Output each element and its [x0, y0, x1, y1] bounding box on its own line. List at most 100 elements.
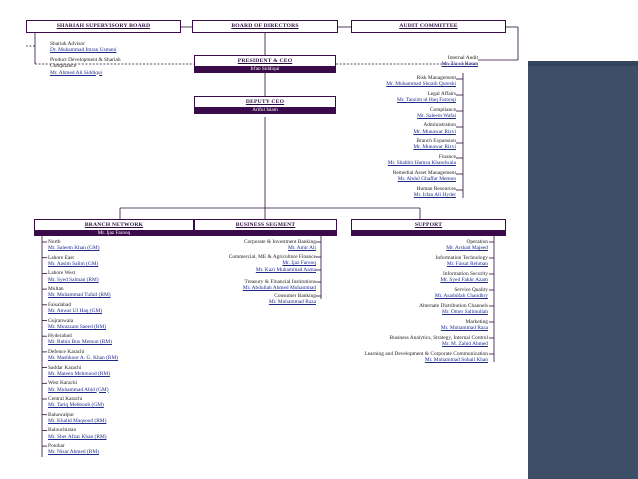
business-segment-label: BUSINESS SEGMENT	[235, 222, 296, 228]
branch-item-name: Mr. Syed Salman (RM)	[48, 276, 99, 283]
shariah-board-box: SHARIAH SUPERVISORY BOARD	[26, 20, 181, 33]
business-item-name: Mr. Amir Ali	[287, 245, 316, 252]
function-item-name: Mr. Saleem Wafai	[417, 112, 456, 119]
deputy-name: Ariful Islam	[195, 107, 335, 113]
function-item-name: Mr. Tanzim ul Haq Farooqi	[397, 97, 456, 104]
function-item-name: Mr. Munawar Rizvi	[413, 128, 456, 135]
support-item-title: Information Security	[442, 271, 488, 277]
branch-item-title: Central Karachi	[48, 396, 83, 402]
branch-item-title: West Karachi	[48, 380, 78, 387]
branch-item-name: Mr. Mashkoor A. G. Khan (RM)	[48, 355, 119, 362]
product-dev-title: Product Development & Shariah Compliance	[50, 57, 121, 70]
support-item-title: Service Quality	[454, 287, 488, 293]
product-development: Product Development & Shariah Compliance…	[50, 57, 145, 76]
audit-label: AUDIT COMMITTEE	[399, 23, 458, 29]
branch-item-title: Lahore East	[48, 254, 74, 261]
branch-network-label: BRANCH NETWORK	[84, 222, 144, 228]
business-item-name: Mr. Muhammad Raza	[268, 299, 316, 306]
function-item-name: Mr. Muhammad Shoaib Qureshi	[386, 81, 456, 88]
shariah-advisor-title: Shariah Advisor	[50, 41, 85, 47]
support-item-title: Alternate Distribution Channels	[419, 303, 488, 309]
branch-item-title: Gujranwala	[48, 317, 74, 324]
business-item-title: Consumer Banking	[274, 293, 316, 299]
function-item-title: Branch Expansion	[416, 138, 456, 145]
branch-item-name: Mr. Rubin Bux Memon (RM)	[48, 339, 112, 346]
function-item-title: Human Resources	[416, 185, 456, 192]
support-item: Learning and Development & Corporate Com…	[364, 351, 488, 364]
function-item-name: Mr. Abdul Ghaffar Memon	[397, 176, 456, 183]
support-item-title: Business Analytics, Strategy, Internal C…	[389, 335, 488, 341]
support-item-name: Mr. Omer Salimullah	[442, 309, 488, 316]
branch-item-name: Mr. Muhammad Tufail (RM)	[48, 292, 111, 299]
support-item-name: Mr. Faisal Rehman	[446, 261, 488, 268]
shariah-advisor: Shariah Advisor Dr. Muhammad Imran Usman…	[50, 41, 116, 54]
support-item-name: Mr. Asadullah Chaudhry	[434, 293, 488, 300]
side-panel-edge	[528, 61, 638, 66]
support-label: SUPPORT	[414, 222, 443, 228]
function-item-name: Mr. Irfan Ali Hyder	[413, 191, 456, 198]
branch-item-title: Bahawalpur	[48, 411, 75, 418]
branch-item-title: Lahore West	[48, 270, 76, 277]
support-item-title: Marketing	[465, 319, 488, 325]
function-item-name: Mr. Munawar Rizvi	[413, 144, 456, 151]
board-label: BOARD OF DIRECTORS	[231, 23, 299, 29]
support-item-name: Mr. M. Zahid Ahmed	[442, 341, 488, 348]
branch-item-title: Multan	[48, 286, 64, 293]
support-item: Business Analytics, Strategy, Internal C…	[390, 335, 488, 348]
business-item: Mr. Kazi Muhammad Asma	[256, 267, 316, 273]
product-dev-name: Mr. Ahmed Ali Siddiqui	[50, 69, 103, 76]
audit-committee-box: AUDIT COMMITTEE	[351, 20, 506, 33]
branch-item-title: North	[48, 239, 61, 245]
business-item-name: Mr. Kazi Muhammad Asma	[255, 267, 316, 273]
business-item-title: Treasury & Financial Institutions	[244, 279, 316, 285]
branch-item-title: Hyderabad	[48, 333, 72, 340]
function-item-name: Mr. Shabbir Hamza Khandwala	[387, 160, 456, 167]
board-of-directors-box: BOARD OF DIRECTORS	[192, 20, 338, 33]
branch-item-name: Mr. Aasim Salim (GM)	[48, 260, 99, 267]
branch-item-name: Mr. Tariq Mehboob (GM)	[48, 402, 104, 409]
internal-audit: Internal Audit Mr. Zia ul Hasan	[441, 55, 478, 68]
branch-item-title: Faisalabad	[48, 301, 72, 308]
support-item-name: Mr. Muhammad Raza	[440, 325, 488, 332]
support-item-title: Operation	[466, 239, 488, 245]
branch-item-name: Mr. Muhammad Abid (GM)	[48, 386, 109, 393]
branch-item-title: Potohar	[48, 443, 65, 450]
president-label: PRESIDENT & CEO	[237, 58, 293, 64]
deputy-box: DEPUTY CEO Ariful Islam	[194, 96, 336, 114]
business-item-name: Mr. Ijaz Farooq	[282, 260, 316, 267]
internal-audit-name: Mr. Zia ul Hasan	[441, 61, 478, 68]
business-item-title: Corporate & Investment Banking	[243, 239, 316, 245]
branch-item-name: Mr. Khalid Maqsood (RM)	[48, 417, 107, 424]
president-box: PRESIDENT & CEO Irfan Siddiqui	[194, 55, 336, 73]
support-item-name: Mr. Muhammad Sohail Khan	[424, 357, 488, 364]
branch-item-name: Mr. Saleem Khan (GM)	[48, 245, 100, 252]
business-segment-box: BUSINESS SEGMENT	[194, 219, 337, 236]
branch-item-name: Mr. Sher Afzar Khan (RM)	[48, 433, 107, 440]
